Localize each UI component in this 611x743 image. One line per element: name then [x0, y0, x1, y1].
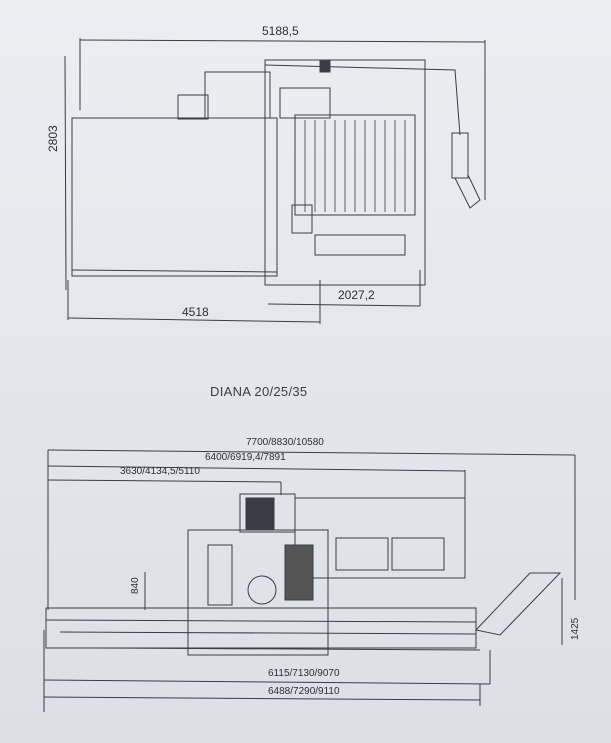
model-title: DIANA 20/25/35	[210, 384, 308, 399]
dim-line-base	[67, 317, 321, 323]
dim-line-width	[79, 39, 486, 43]
dim-label-top-width: 5188,5	[262, 24, 299, 38]
dim-line-overall	[47, 449, 576, 456]
top-view-plan	[64, 38, 486, 324]
dim-label-base-length: 4518	[182, 305, 209, 319]
dim-label-bottom-outer: 6488/7290/9110	[268, 686, 340, 697]
machine-bed	[45, 607, 477, 649]
machine-frame	[264, 59, 426, 286]
machine-body	[187, 529, 329, 656]
dim-label-right-section: 2027,2	[338, 288, 375, 302]
chip-conveyor	[475, 572, 562, 636]
dim-line-bottom-outer	[43, 696, 481, 701]
side-view-elevation	[43, 449, 576, 712]
dim-label-bottom-inner: 6115/7130/9070	[268, 668, 340, 679]
dim-label-overall: 7700/8830/10580	[246, 437, 324, 448]
dim-label-table-height: 840	[130, 577, 141, 594]
dim-line-mid	[47, 465, 466, 472]
dim-label-total-height: 1425	[570, 617, 581, 640]
dim-line-bottom-inner	[43, 679, 491, 685]
dim-label-mid: 6400/6919,4/7891	[205, 452, 286, 463]
dim-label-top-height: 2803	[46, 125, 60, 152]
dim-line-height	[64, 55, 67, 291]
control-pendant	[451, 132, 469, 179]
table-outline	[71, 117, 278, 277]
dim-line-left	[47, 479, 282, 483]
dim-line-right	[267, 303, 421, 307]
dim-label-left: 3630/4134,5/5110	[120, 466, 200, 477]
